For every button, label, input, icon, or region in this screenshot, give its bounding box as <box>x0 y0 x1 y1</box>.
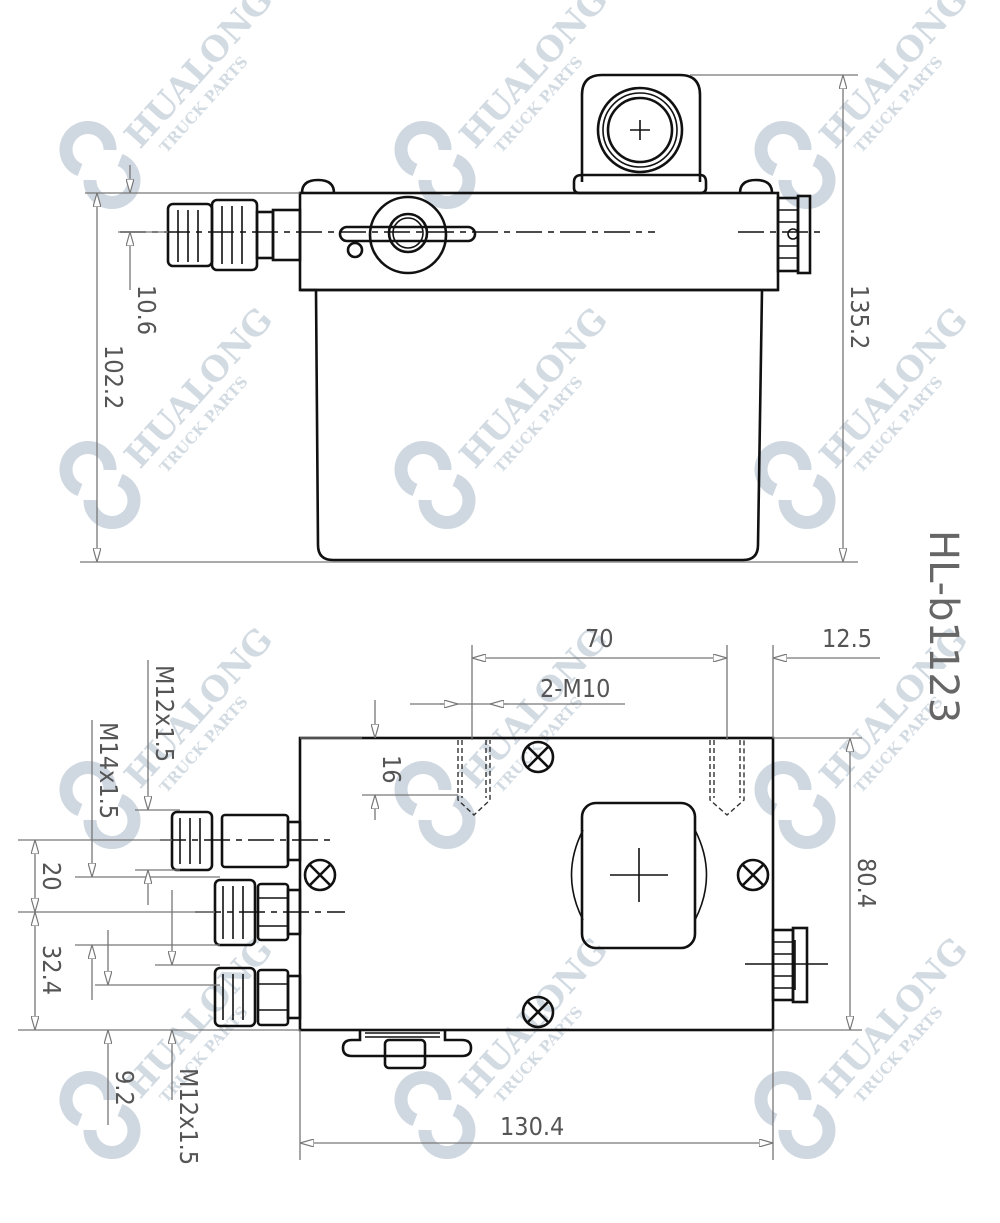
center-mark <box>630 120 650 140</box>
threaded-hole-hidden <box>457 740 491 816</box>
mount-eye-inner <box>606 96 674 164</box>
drawing-code: HL-b1123 <box>920 530 966 723</box>
svg-text:HUALONG: HUALONG <box>117 0 281 156</box>
dim-length: 130.4 <box>500 1112 564 1141</box>
dim-hole-edge: 12.5 <box>822 624 872 653</box>
thread-top-label: M12x1.5 <box>150 665 179 762</box>
mount-eye-outer <box>596 86 684 174</box>
thread-bottom-label: M12x1.5 <box>174 1068 203 1165</box>
dim-holes-thread: 2-M10 <box>540 674 610 703</box>
svg-text:HUALONG: HUALONG <box>452 300 616 476</box>
dim-port-gap-1: 20 <box>37 862 66 891</box>
bottom-bracket <box>341 1030 473 1058</box>
bottom-view: 70 12.5 2-M10 16 80.4 130.4 20 32.4 9.2 … <box>18 624 881 1165</box>
svg-text:HUALONG: HUALONG <box>117 620 281 796</box>
dim-port-offset: 10.6 <box>132 285 161 335</box>
svg-text:HUALONG: HUALONG <box>812 930 976 1106</box>
cap-bump-left <box>300 178 336 194</box>
svg-text:HUALONG: HUALONG <box>812 0 976 156</box>
pump-body-plan <box>298 736 775 1032</box>
port-fitting-top <box>160 810 330 872</box>
cap-bump-right <box>738 178 774 194</box>
thread-mid-label: M14x1.5 <box>94 722 123 819</box>
dim-total-height: 135.2 <box>845 285 874 349</box>
dim-hole-depth: 16 <box>377 755 406 784</box>
bracket-base <box>572 173 708 195</box>
side-view: 10.6 102.2 135.2 HL-b1123 <box>80 73 966 723</box>
side-fitting-left <box>166 198 302 272</box>
dim-width: 80.4 <box>852 858 881 908</box>
mount-bracket <box>580 73 702 182</box>
screw-icon <box>521 740 555 774</box>
screw-icon <box>303 858 337 892</box>
screw-icon <box>736 858 770 892</box>
screw-icon <box>521 995 555 1029</box>
dim-port-gap-2: 32.4 <box>37 945 66 995</box>
svg-text:HUALONG: HUALONG <box>812 300 976 476</box>
side-fitting-right <box>776 194 812 275</box>
plan-fitting-right <box>745 926 828 1004</box>
reservoir <box>300 288 764 562</box>
handle-socket <box>580 801 697 950</box>
port-fitting-bottom <box>213 966 302 1028</box>
release-valve <box>368 195 448 275</box>
dim-port-gap-3: 9.2 <box>110 1070 139 1106</box>
dim-body-height: 102.2 <box>99 345 128 409</box>
dim-hole-spacing: 70 <box>585 624 614 653</box>
svg-text:HUALONG: HUALONG <box>452 930 616 1106</box>
threaded-hole-hidden <box>709 740 745 816</box>
valve-handle[interactable] <box>338 225 477 243</box>
handle-socket-outline <box>570 829 708 921</box>
